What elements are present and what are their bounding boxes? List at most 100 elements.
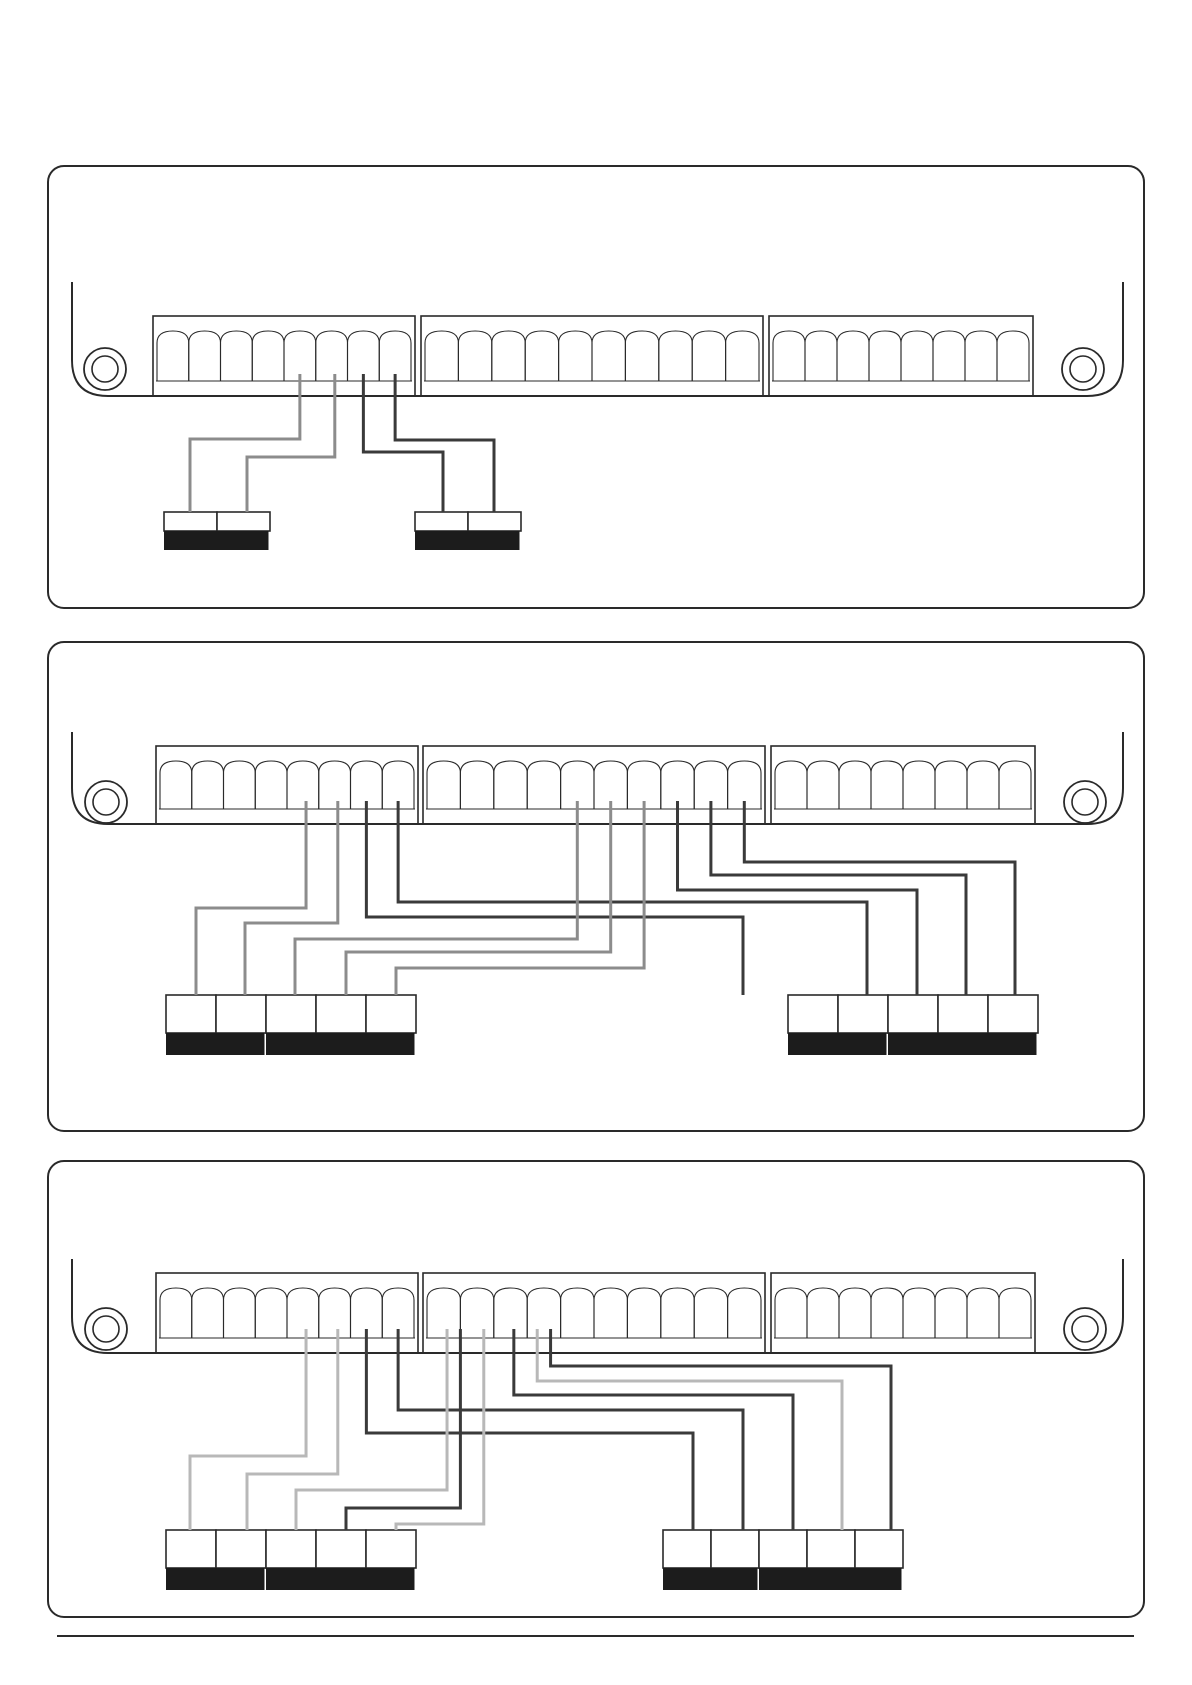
connector-pin xyxy=(935,761,967,809)
connector-pin xyxy=(869,331,901,381)
terminal-bar xyxy=(888,1033,1037,1055)
mounting-hole-left xyxy=(85,781,127,823)
connector-pin xyxy=(775,1288,807,1338)
terminal-bar xyxy=(166,1033,265,1055)
wire xyxy=(296,1329,447,1530)
connector-block xyxy=(423,1273,765,1353)
terminal-bar xyxy=(164,531,269,550)
panel-frame xyxy=(48,642,1144,1131)
connector-pin xyxy=(807,1288,839,1338)
connector-pin xyxy=(255,1288,287,1338)
panel-3 xyxy=(48,1161,1144,1617)
terminal-bar xyxy=(166,1568,265,1590)
wire xyxy=(551,1329,891,1530)
connector-pin xyxy=(807,761,839,809)
wire xyxy=(395,374,494,512)
terminal-bar xyxy=(266,1568,415,1590)
terminal-cell xyxy=(217,512,270,531)
connector-pin xyxy=(903,761,935,809)
wire xyxy=(366,1329,693,1530)
panel-1 xyxy=(48,166,1144,608)
connector-pin xyxy=(287,761,319,809)
connector-pin xyxy=(901,331,933,381)
connector-pin xyxy=(319,761,351,809)
connector-pin xyxy=(871,761,903,809)
terminal-cell xyxy=(468,512,521,531)
connector-pin xyxy=(592,331,625,381)
terminal-cell xyxy=(266,1530,316,1568)
wire xyxy=(247,374,335,512)
connector-block xyxy=(156,1273,418,1353)
connector-pin xyxy=(458,331,491,381)
connector-pin xyxy=(999,761,1031,809)
connector-pin xyxy=(773,331,805,381)
connector-pin xyxy=(527,1288,560,1338)
connector-pin xyxy=(692,331,725,381)
wire xyxy=(711,801,966,995)
panels xyxy=(48,166,1144,1617)
connector-pin xyxy=(160,761,192,809)
connector-block xyxy=(421,316,763,396)
terminal-cell xyxy=(988,995,1038,1033)
wire xyxy=(196,801,306,995)
connector-pin xyxy=(997,331,1029,381)
terminal-cell xyxy=(366,1530,416,1568)
connector-pin xyxy=(494,1288,527,1338)
mounting-hole-right xyxy=(1062,348,1104,390)
mounting-hole-right xyxy=(1064,781,1106,823)
connector-pin xyxy=(525,331,558,381)
wire xyxy=(247,1329,338,1530)
connector-pin xyxy=(425,331,458,381)
connector-pin xyxy=(192,761,224,809)
connector-pin xyxy=(559,331,592,381)
terminal-cell xyxy=(855,1530,903,1568)
wire xyxy=(366,801,743,995)
connector-pin xyxy=(933,331,965,381)
wire xyxy=(398,1329,743,1530)
connector-pin xyxy=(965,331,997,381)
wire xyxy=(537,1329,842,1530)
connector-pin xyxy=(625,331,658,381)
connector-block xyxy=(153,316,415,396)
connector-pin xyxy=(319,1288,351,1338)
wire xyxy=(346,801,611,995)
connector-pin xyxy=(871,1288,903,1338)
connector-pin xyxy=(839,761,871,809)
terminal-cell xyxy=(316,995,366,1033)
connector-pin xyxy=(460,761,493,809)
wires xyxy=(190,1329,891,1530)
wire xyxy=(396,801,644,995)
connector-block xyxy=(771,1273,1035,1353)
terminal-cell xyxy=(216,1530,266,1568)
terminal-cell xyxy=(711,1530,759,1568)
wire xyxy=(245,801,338,995)
connector-pin xyxy=(348,331,380,381)
connector-pin xyxy=(189,331,221,381)
connector-pin xyxy=(661,1288,694,1338)
terminal-cell xyxy=(759,1530,807,1568)
terminal-cell xyxy=(164,512,217,531)
connector-pin xyxy=(192,1288,224,1338)
connector-pin xyxy=(157,331,189,381)
terminal-cell xyxy=(888,995,938,1033)
connector-pin xyxy=(561,1288,594,1338)
connector-pin xyxy=(839,1288,871,1338)
wire xyxy=(363,374,443,512)
connector-pin xyxy=(594,1288,627,1338)
terminal-group-right xyxy=(415,512,521,550)
connector-pin xyxy=(252,331,284,381)
connector-pin xyxy=(492,331,525,381)
mounting-hole-left xyxy=(84,348,126,390)
wire xyxy=(678,801,918,995)
connector-pin xyxy=(659,331,692,381)
connector-pin xyxy=(160,1288,192,1338)
terminal-cell xyxy=(266,995,316,1033)
terminal-cell xyxy=(366,995,416,1033)
terminal-cell xyxy=(788,995,838,1033)
connector-block xyxy=(423,746,765,824)
connector-pin xyxy=(903,1288,935,1338)
terminal-group-left xyxy=(166,995,416,1055)
terminal-cell xyxy=(166,995,216,1033)
wire xyxy=(396,1329,484,1530)
connector-pin xyxy=(805,331,837,381)
